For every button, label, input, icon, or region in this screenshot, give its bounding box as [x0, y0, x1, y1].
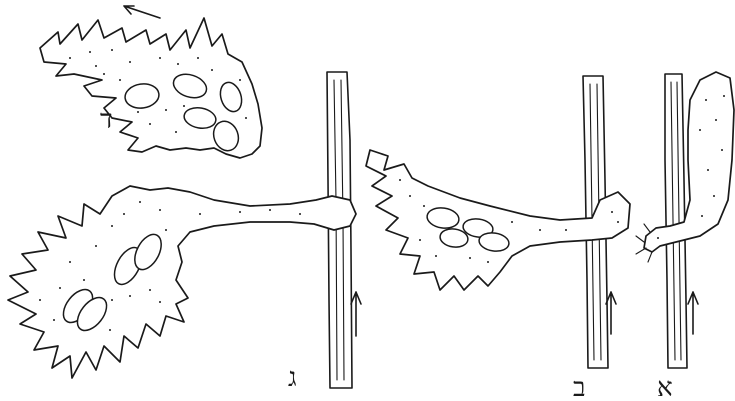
panel-bet: ב [366, 76, 630, 401]
fiber-gimel [327, 72, 352, 388]
panel-label-gimel: ג [288, 363, 297, 393]
fiber-alef-striation [671, 82, 681, 360]
direction-arrow-gimel [351, 292, 361, 336]
cell-bet [366, 150, 630, 290]
panel-label-alef: א [657, 373, 673, 401]
direction-arrow-top [124, 6, 160, 18]
panel-alef: א [636, 72, 734, 401]
cell-alef [644, 72, 734, 252]
direction-arrow-alef [688, 292, 698, 334]
panel-dalet: ד [40, 6, 262, 158]
panel-label-bet: ב [573, 373, 586, 401]
cell-gimel [8, 186, 356, 378]
panel-label-dalet: ד [100, 105, 113, 135]
